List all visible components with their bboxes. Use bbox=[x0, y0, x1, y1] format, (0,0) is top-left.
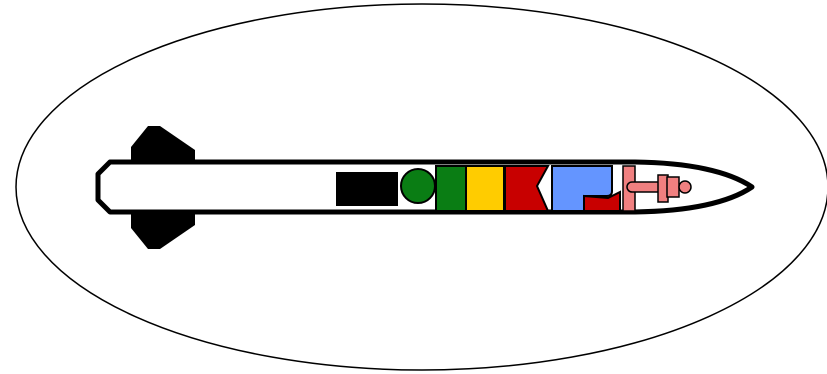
black-block bbox=[336, 172, 398, 206]
pink-mount bbox=[667, 177, 679, 197]
yellow-module bbox=[466, 166, 504, 211]
upper-fin bbox=[131, 126, 195, 162]
pink-tip bbox=[679, 181, 691, 193]
green-sphere bbox=[401, 169, 435, 203]
lower-fin bbox=[131, 212, 195, 249]
green-module bbox=[436, 166, 466, 211]
